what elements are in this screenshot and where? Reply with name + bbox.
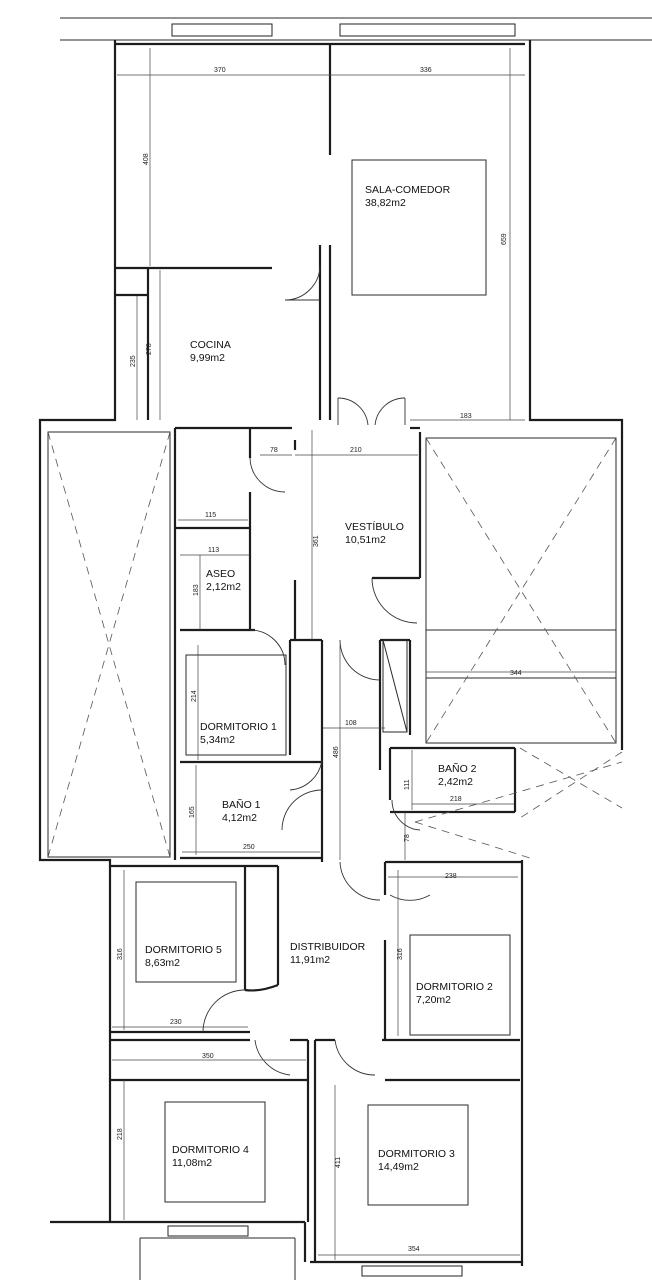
dimension-label: 486 <box>333 746 340 758</box>
room-name: VESTÍBULO <box>345 520 404 533</box>
room-name: SALA-COMEDOR <box>365 184 451 196</box>
dimension-label: 316 <box>117 948 124 960</box>
dimension-label: 214 <box>191 690 198 702</box>
room-name: BAÑO 1 <box>222 798 261 811</box>
dimension-label: 354 <box>408 1246 420 1253</box>
dimension-label: 411 <box>335 1157 342 1168</box>
dimension-label: 350 <box>202 1053 214 1060</box>
window-top-left <box>171 23 273 37</box>
window-top-right <box>339 23 516 37</box>
dimension-label: 370 <box>214 67 226 74</box>
room-name: BAÑO 2 <box>438 762 477 775</box>
window-bottom-right <box>361 1265 463 1277</box>
room-area: 7,20m2 <box>416 994 451 1006</box>
dimension-label: 218 <box>450 796 462 803</box>
room-name: DORMITORIO 4 <box>172 1144 249 1156</box>
dimension-label: 659 <box>501 233 508 245</box>
room-area: 38,82m2 <box>365 197 406 209</box>
room-area: 2,12m2 <box>206 581 241 593</box>
dimension-label: 238 <box>445 873 457 880</box>
dimension-label: 218 <box>117 1128 124 1140</box>
room-name: DORMITORIO 5 <box>145 944 222 956</box>
room-name: ASEO <box>206 568 235 580</box>
room-area: 2,42m2 <box>438 776 473 788</box>
dimension-label: 78 <box>404 834 411 842</box>
dimension-label: 235 <box>130 355 137 367</box>
room-name: DORMITORIO 2 <box>416 981 493 993</box>
dimension-label: 344 <box>510 670 522 677</box>
room-area: 10,51m2 <box>345 534 386 546</box>
dimension-labels: 370 336 408 659 183 278 235 78 210 115 3… <box>117 67 522 1253</box>
room-area: 14,49m2 <box>378 1161 419 1173</box>
light-wells <box>47 431 623 859</box>
dimension-label: 408 <box>143 153 150 165</box>
dimension-label: 183 <box>193 584 200 596</box>
dimension-label: 278 <box>146 343 153 355</box>
room-area: 4,12m2 <box>222 812 257 824</box>
room-markers <box>135 159 511 1206</box>
dimension-label: 108 <box>345 720 357 727</box>
dimension-label: 336 <box>420 67 432 74</box>
dimension-label: 115 <box>205 512 216 519</box>
room-name: DORMITORIO 1 <box>200 721 277 733</box>
dimension-label: 210 <box>350 447 362 454</box>
room-area: 8,63m2 <box>145 957 180 969</box>
dimension-label: 113 <box>208 547 219 554</box>
room-name: COCINA <box>190 339 231 351</box>
dimension-label: 183 <box>460 413 472 420</box>
room-area: 11,91m2 <box>290 954 330 966</box>
room-name: DISTRIBUIDOR <box>290 941 366 953</box>
dimension-label: 111 <box>404 779 411 790</box>
room-area: 5,34m2 <box>200 734 235 746</box>
dimension-lines <box>112 48 616 1260</box>
dimension-label: 165 <box>189 806 196 818</box>
dimension-label: 250 <box>243 844 255 851</box>
dimension-label: 230 <box>170 1019 182 1026</box>
exterior-walls <box>38 17 652 1280</box>
dimension-label: 316 <box>397 948 404 960</box>
doors <box>202 264 431 1076</box>
window-bottom-left <box>167 1225 249 1237</box>
interior-walls <box>110 44 522 1262</box>
room-name: DORMITORIO 3 <box>378 1148 455 1160</box>
dimension-label: 78 <box>270 447 278 454</box>
room-labels: SALA-COMEDOR 38,82m2 COCINA 9,99m2 VESTÍ… <box>145 184 493 1173</box>
dimension-label: 361 <box>313 535 320 547</box>
room-area: 9,99m2 <box>190 352 225 364</box>
room-area: 11,08m2 <box>172 1157 212 1169</box>
